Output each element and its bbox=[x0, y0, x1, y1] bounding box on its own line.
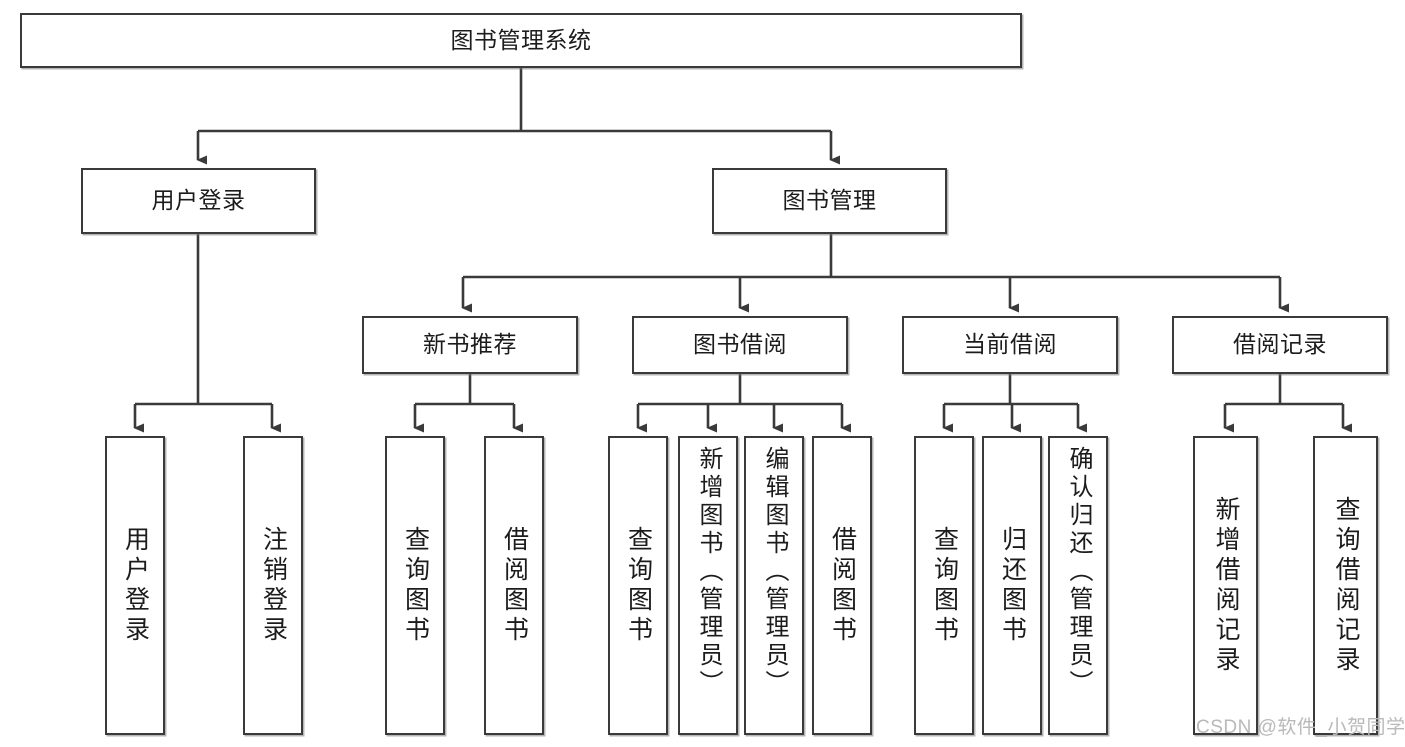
node-leaf-confirm-return-admin[interactable]: 确认归还（管理员） bbox=[1048, 436, 1108, 735]
node-label: 确认归还（管理员） bbox=[1065, 446, 1092, 698]
node-label: 查询借阅记录 bbox=[1332, 495, 1360, 676]
node-label: 归还图书 bbox=[998, 525, 1027, 646]
node-borrow-record[interactable]: 借阅记录 bbox=[1172, 316, 1388, 374]
node-label: 用户登录 bbox=[121, 525, 150, 646]
node-label: 查询图书 bbox=[930, 525, 959, 646]
node-leaf-add-record[interactable]: 新增借阅记录 bbox=[1193, 436, 1258, 735]
node-label: 查询图书 bbox=[624, 525, 653, 646]
node-label: 图书管理 bbox=[782, 187, 877, 214]
node-leaf-add-book-admin[interactable]: 新增图书（管理员） bbox=[678, 436, 738, 735]
node-leaf-borrow-book-1[interactable]: 借阅图书 bbox=[484, 436, 544, 735]
node-user-login[interactable]: 用户登录 bbox=[81, 168, 316, 234]
node-leaf-edit-book-admin[interactable]: 编辑图书（管理员） bbox=[744, 436, 804, 735]
node-label: 图书管理系统 bbox=[450, 26, 592, 53]
node-leaf-query-book-1[interactable]: 查询图书 bbox=[385, 436, 445, 735]
node-label: 用户登录 bbox=[151, 187, 246, 214]
node-label: 当前借阅 bbox=[963, 331, 1057, 358]
node-leaf-query-book-3[interactable]: 查询图书 bbox=[914, 436, 974, 735]
node-book-manage[interactable]: 图书管理 bbox=[712, 168, 947, 234]
node-label: 借阅记录 bbox=[1233, 331, 1327, 358]
node-leaf-return-book[interactable]: 归还图书 bbox=[982, 436, 1042, 735]
node-root[interactable]: 图书管理系统 bbox=[20, 13, 1022, 68]
node-book-borrow[interactable]: 图书借阅 bbox=[632, 316, 848, 374]
node-label: 新增图书（管理员） bbox=[695, 446, 722, 698]
node-label: 借阅图书 bbox=[828, 525, 857, 646]
node-leaf-query-book-2[interactable]: 查询图书 bbox=[608, 436, 668, 735]
node-label: 查询图书 bbox=[401, 525, 430, 646]
node-label: 图书借阅 bbox=[693, 331, 787, 358]
node-leaf-user-logout[interactable]: 注销登录 bbox=[243, 436, 303, 735]
node-leaf-user-login[interactable]: 用户登录 bbox=[105, 436, 165, 735]
node-label: 新增借阅记录 bbox=[1212, 495, 1240, 676]
node-current-borrow[interactable]: 当前借阅 bbox=[902, 316, 1118, 374]
node-label: 注销登录 bbox=[259, 525, 288, 646]
node-leaf-query-record[interactable]: 查询借阅记录 bbox=[1313, 436, 1378, 735]
node-new-book-recommend[interactable]: 新书推荐 bbox=[362, 316, 578, 374]
node-label: 借阅图书 bbox=[500, 525, 529, 646]
node-leaf-borrow-book-2[interactable]: 借阅图书 bbox=[812, 436, 872, 735]
node-label: 编辑图书（管理员） bbox=[761, 446, 788, 698]
node-label: 新书推荐 bbox=[423, 331, 517, 358]
